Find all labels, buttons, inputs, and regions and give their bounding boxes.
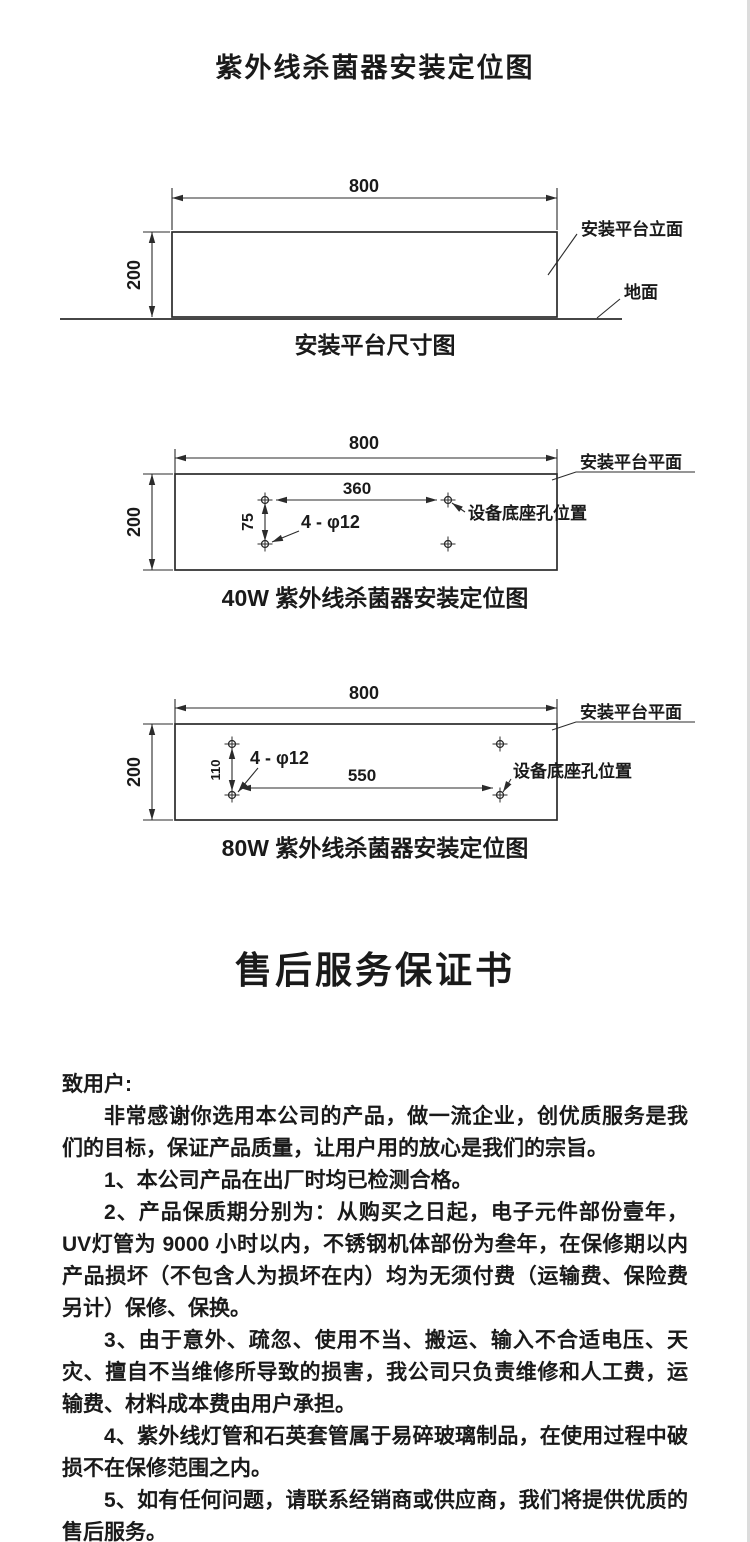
leader-line [271, 530, 300, 543]
diagram-80w-caption: 80W 紫外线杀菌器安装定位图 [221, 835, 529, 861]
hole-spec-label: 4 - φ12 [301, 512, 360, 532]
dim-label-75: 75 [240, 513, 257, 531]
leader-line [551, 471, 695, 481]
warranty-body: 致用户: 非常感谢你选用本公司的产品，做一流企业，创优质服务是我们的目标，保证产… [62, 1069, 688, 1542]
label-platform-elevation: 安装平台立面 [581, 219, 683, 239]
label-platform-plane: 安装平台平面 [580, 452, 682, 472]
platform-outline [171, 231, 558, 318]
platform-diagram-caption: 安装平台尺寸图 [294, 332, 456, 358]
warranty-title: 售后服务保证书 [235, 950, 515, 991]
dim-label-800: 800 [349, 433, 379, 453]
leader-line [596, 298, 621, 319]
warranty-paragraph: 3、由于意外、疏忽、使用不当、搬运、输入不合适电压、天灾、擅自不当维修所导致的损… [62, 1329, 688, 1416]
dim-label-800: 800 [349, 683, 379, 703]
warranty-paragraph: 1、本公司产品在出厂时均已检测合格。 [104, 1169, 473, 1192]
leader-line [451, 502, 466, 513]
diagram-40w: 800 200 360 75 4 - φ12 安装平台平面 设备底座孔位置 [124, 433, 695, 571]
warranty-paragraph: 4、紫外线灯管和石英套管属于易碎玻璃制品，在使用过程中破损不在保修范围之内。 [62, 1425, 688, 1480]
page-edge-divider [747, 0, 750, 1542]
warranty-paragraph: 2、产品保质期分别为：从购买之日起，电子元件部份壹年，UV灯管为 9000 小时… [62, 1201, 688, 1320]
hole-spec-label: 4 - φ12 [250, 748, 309, 768]
diagram-40w-caption: 40W 紫外线杀菌器安装定位图 [221, 585, 529, 611]
page-title: 紫外线杀菌器安装定位图 [215, 53, 535, 83]
leader-line [502, 778, 512, 793]
diagram-80w: 800 200 110 4 - φ12 550 安装平台平面 设备底座孔位置 [124, 683, 695, 821]
dim-label-360: 360 [343, 479, 371, 498]
label-base-holes: 设备底座孔位置 [468, 503, 587, 523]
leader-line [547, 233, 578, 276]
warranty-salutation: 致用户: [62, 1073, 132, 1096]
dim-label-110: 110 [208, 760, 223, 781]
label-base-holes: 设备底座孔位置 [513, 761, 632, 781]
label-ground: 地面 [624, 282, 658, 302]
label-platform-plane: 安装平台平面 [580, 702, 682, 722]
dim-label-200: 200 [124, 260, 144, 290]
platform-outline [174, 473, 558, 571]
dim-label-550: 550 [348, 766, 376, 785]
platform-elevation-diagram: 800 200 安装平台立面 地面 [60, 176, 683, 320]
warranty-paragraph: 5、如有任何问题，请联系经销商或供应商，我们将提供优质的售后服务。 [62, 1489, 688, 1542]
dim-label-200: 200 [124, 757, 144, 787]
dim-label-200: 200 [124, 507, 144, 537]
leader-line [551, 721, 695, 731]
dim-label-800: 800 [349, 176, 379, 196]
platform-outline [174, 723, 558, 821]
warranty-paragraph: 非常感谢你选用本公司的产品，做一流企业，创优质服务是我们的目标，保证产品质量，让… [62, 1105, 688, 1160]
